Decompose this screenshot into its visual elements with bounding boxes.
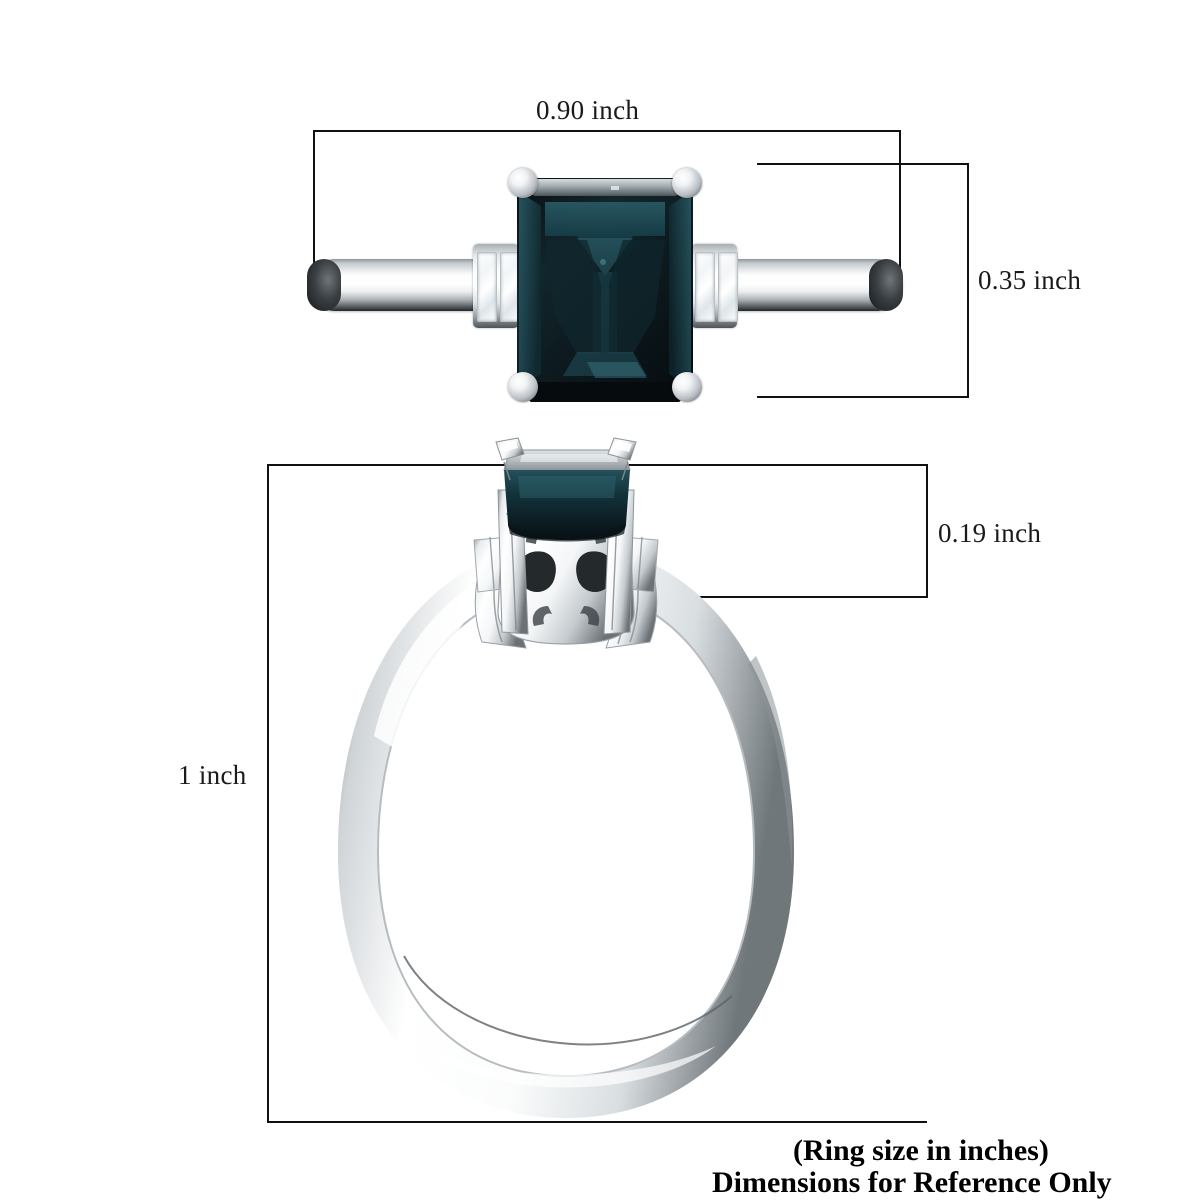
prong-top-left <box>508 168 538 198</box>
ring-profile-view <box>338 437 794 1118</box>
diameter-dimension-measure-line <box>267 464 269 1122</box>
baguette-stone <box>695 252 715 322</box>
center-gemstone-profile <box>503 449 631 542</box>
baguette-stone <box>477 252 497 322</box>
height-dimension-measure-line <box>967 163 969 398</box>
profile-height-measure-line <box>926 464 928 598</box>
height-dimension-label: 0.35 inch <box>978 265 1082 295</box>
width-dimension-left-extension <box>313 130 315 302</box>
height-dimension-bottom-line <box>757 396 969 398</box>
diameter-dimension-bottom-line <box>267 1121 927 1123</box>
profile-height-dimension-label: 0.19 inch <box>938 518 1042 548</box>
width-dimension-top-line <box>313 130 901 132</box>
prong-top-right <box>672 168 702 198</box>
prongs-profile <box>495 437 637 481</box>
prong-bottom-right <box>672 372 702 402</box>
height-dimension-top-line <box>757 163 969 165</box>
width-dimension-label: 0.90 inch <box>536 95 640 125</box>
left-baguette-group <box>477 252 520 322</box>
ring-face-view <box>305 160 905 410</box>
ring-band-left-end <box>307 259 341 311</box>
caption-reference-only: Dimensions for Reference Only <box>712 1166 1112 1199</box>
prong-bottom-left <box>508 372 538 402</box>
width-dimension-right-extension <box>899 130 901 302</box>
center-gemstone <box>517 178 693 402</box>
ring-shank <box>338 544 794 1118</box>
right-baguette-group <box>695 252 738 322</box>
diameter-dimension-label: 1 inch <box>178 760 247 790</box>
caption-ring-size: (Ring size in inches) <box>793 1134 1049 1167</box>
profile-height-bottom-line <box>620 596 928 598</box>
ring-band-right-end <box>869 259 903 311</box>
baguette-stone <box>718 252 738 322</box>
